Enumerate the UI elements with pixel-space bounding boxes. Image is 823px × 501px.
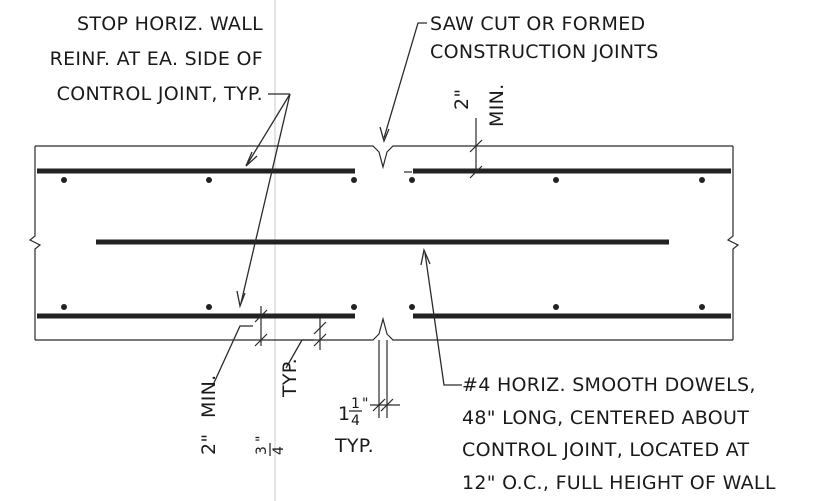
dim-top-cover-value: 2" bbox=[451, 89, 473, 110]
dim-joint-width-whole: 1 bbox=[338, 403, 350, 425]
dim-groove-depth-den: 4 bbox=[271, 446, 287, 455]
dim-joint-width-den: 4 bbox=[351, 413, 360, 429]
note-dowels: #4 HORIZ. SMOOTH DOWELS, 48" LONG, CENTE… bbox=[420, 247, 776, 494]
vertical-bar-dots bbox=[61, 177, 705, 310]
dim-bottom-cover-value: 2" bbox=[198, 434, 220, 455]
note-stop-reinforcement: STOP HORIZ. WALL REINF. AT EA. SIDE OF C… bbox=[50, 13, 291, 309]
note-stop-line-1: STOP HORIZ. WALL bbox=[77, 13, 263, 35]
dim-top-cover: 2" MIN. bbox=[404, 84, 508, 179]
note-saw-line-1: SAW CUT OR FORMED bbox=[430, 13, 645, 35]
dim-groove-depth-num: 3 bbox=[254, 446, 270, 455]
note-dowel-line-1: #4 HORIZ. SMOOTH DOWELS, bbox=[462, 374, 756, 396]
wall-outline bbox=[28, 145, 740, 341]
note-stop-line-3: CONTROL JOINT, TYP. bbox=[57, 83, 263, 105]
note-stop-line-2: REINF. AT EA. SIDE OF bbox=[50, 48, 263, 70]
horizontal-reinforcement bbox=[37, 168, 731, 319]
dim-joint-width-inch: " bbox=[362, 396, 368, 412]
note-saw-cut: SAW CUT OR FORMED CONSTRUCTION JOINTS bbox=[379, 13, 659, 143]
dim-groove-depth-label: TYP. bbox=[279, 358, 301, 398]
dim-joint-width: 1 1 4 " TYP. bbox=[334, 340, 400, 457]
dim-joint-width-num: 1 bbox=[351, 396, 360, 412]
dim-joint-width-label: TYP. bbox=[334, 435, 374, 457]
note-dowel-line-2: 48" LONG, CENTERED ABOUT bbox=[462, 407, 749, 429]
note-saw-line-2: CONSTRUCTION JOINTS bbox=[430, 41, 659, 63]
note-dowel-line-4: 12" O.C., FULL HEIGHT OF WALL bbox=[462, 472, 776, 494]
dim-top-cover-label: MIN. bbox=[486, 84, 508, 127]
dim-groove-depth-inch: " bbox=[254, 436, 270, 442]
note-dowel-line-3: CONTROL JOINT, LOCATED AT bbox=[462, 439, 750, 461]
dim-bottom-cover-label: MIN. bbox=[198, 375, 220, 418]
dim-groove-depth-fraction: 3 4 " bbox=[254, 436, 287, 456]
dim-groove-depth: TYP. 3 4 " bbox=[254, 318, 327, 456]
dim-bottom-cover: 2" MIN. bbox=[198, 306, 268, 455]
